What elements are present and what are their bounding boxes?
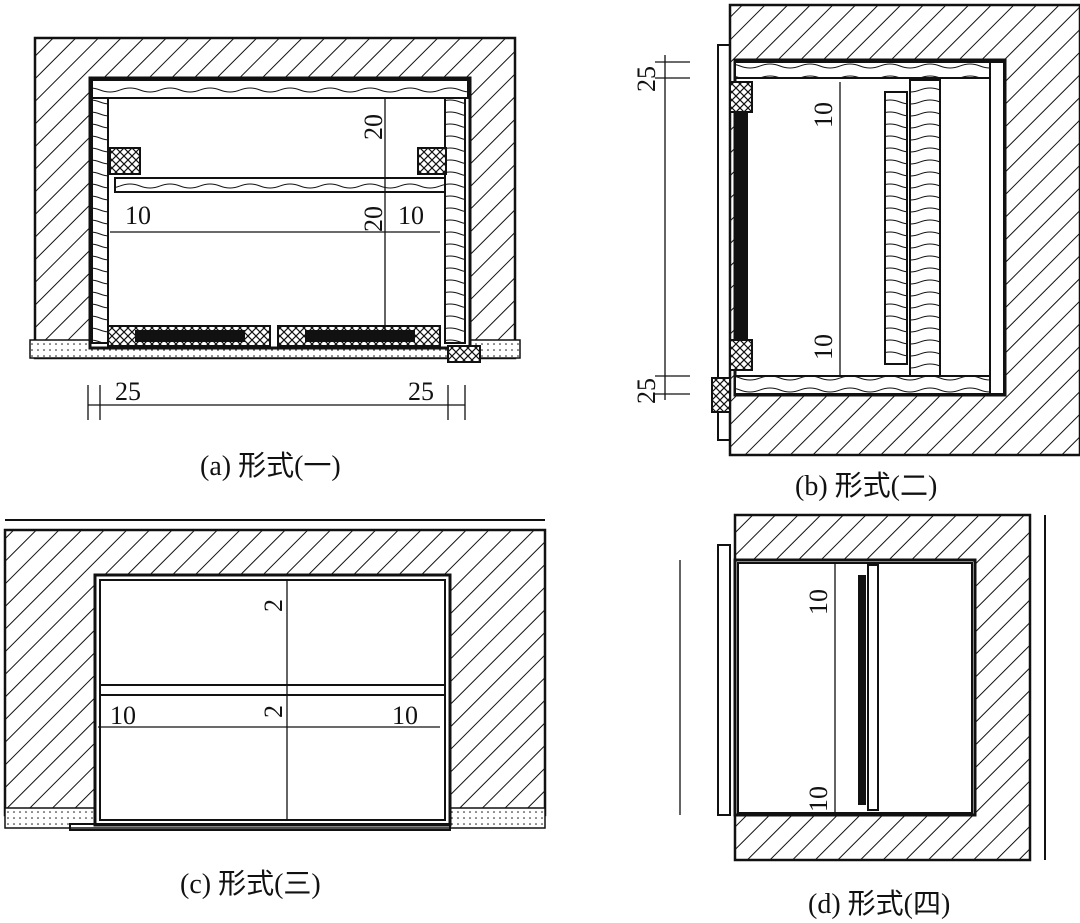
back-panel [989, 61, 1005, 395]
dim-top-gap: 10 [809, 102, 838, 128]
dim-right-frame: 25 [408, 377, 434, 406]
sill-block [447, 345, 481, 363]
door-bottom [69, 823, 451, 831]
dim-top-shelf: 2 [259, 599, 288, 612]
caption-d: (d) 形式(四) [808, 888, 950, 920]
caption-b: (b) 形式(二) [795, 470, 937, 502]
dim-bottom-frame: 25 [632, 378, 661, 404]
sliding-panel-front [858, 575, 866, 805]
dim-left-gap: 10 [125, 201, 151, 230]
dim-bottom-gap: 10 [809, 334, 838, 360]
cabinet-opening [93, 573, 452, 827]
sill-block [711, 377, 731, 413]
dim-top-gap: 10 [804, 589, 833, 615]
cabinet-lining [99, 579, 446, 821]
right-frame [444, 97, 466, 344]
figure-c: 2 2 10 10 (c) 形式(三) [3, 519, 547, 900]
dim-bottom-shelf: 20 [359, 206, 388, 232]
shelf [99, 684, 446, 696]
figure-a: 20 20 10 10 25 25 (a) 形式(一) [29, 36, 521, 482]
cabinet-opening [733, 58, 1007, 397]
sliding-panel-front [884, 91, 908, 365]
cabinet-opening [88, 76, 472, 350]
figure-d: 10 10 (d) 形式(四) [679, 513, 1046, 920]
top-frame [91, 79, 469, 99]
door-track-left [135, 330, 245, 342]
dim-right-gap: 10 [398, 201, 424, 230]
dim-right-gap: 10 [392, 701, 418, 730]
dim-bottom-gap: 10 [804, 786, 833, 812]
sliding-panel-back [909, 79, 941, 377]
dim-left-gap: 10 [110, 701, 136, 730]
dim-top-frame: 25 [632, 66, 661, 92]
shelf [114, 177, 446, 193]
figure-b: 25 25 10 10 (b) 形式(二) [632, 3, 1080, 502]
bottom-frame [734, 375, 991, 395]
dim-left-frame: 25 [115, 377, 141, 406]
shelf-support-right [417, 147, 447, 175]
top-frame [734, 61, 991, 79]
caption-c: (c) 形式(三) [180, 868, 321, 900]
caption-a: (a) 形式(一) [200, 450, 341, 482]
dim-top-shelf: 20 [359, 114, 388, 140]
cabinet-opening [733, 558, 977, 817]
dim-bottom-shelf: 2 [259, 705, 288, 718]
hinge-block-bottom [729, 339, 753, 371]
left-frame [91, 97, 109, 344]
glass-door [736, 112, 748, 340]
shelf-support-left [109, 147, 141, 175]
hinge-block-top [729, 81, 753, 113]
sliding-panel-back [867, 564, 879, 811]
cabinet-lining [737, 562, 973, 814]
door-panel [717, 544, 731, 816]
door-panel [717, 44, 731, 441]
door-track-right [305, 330, 415, 342]
